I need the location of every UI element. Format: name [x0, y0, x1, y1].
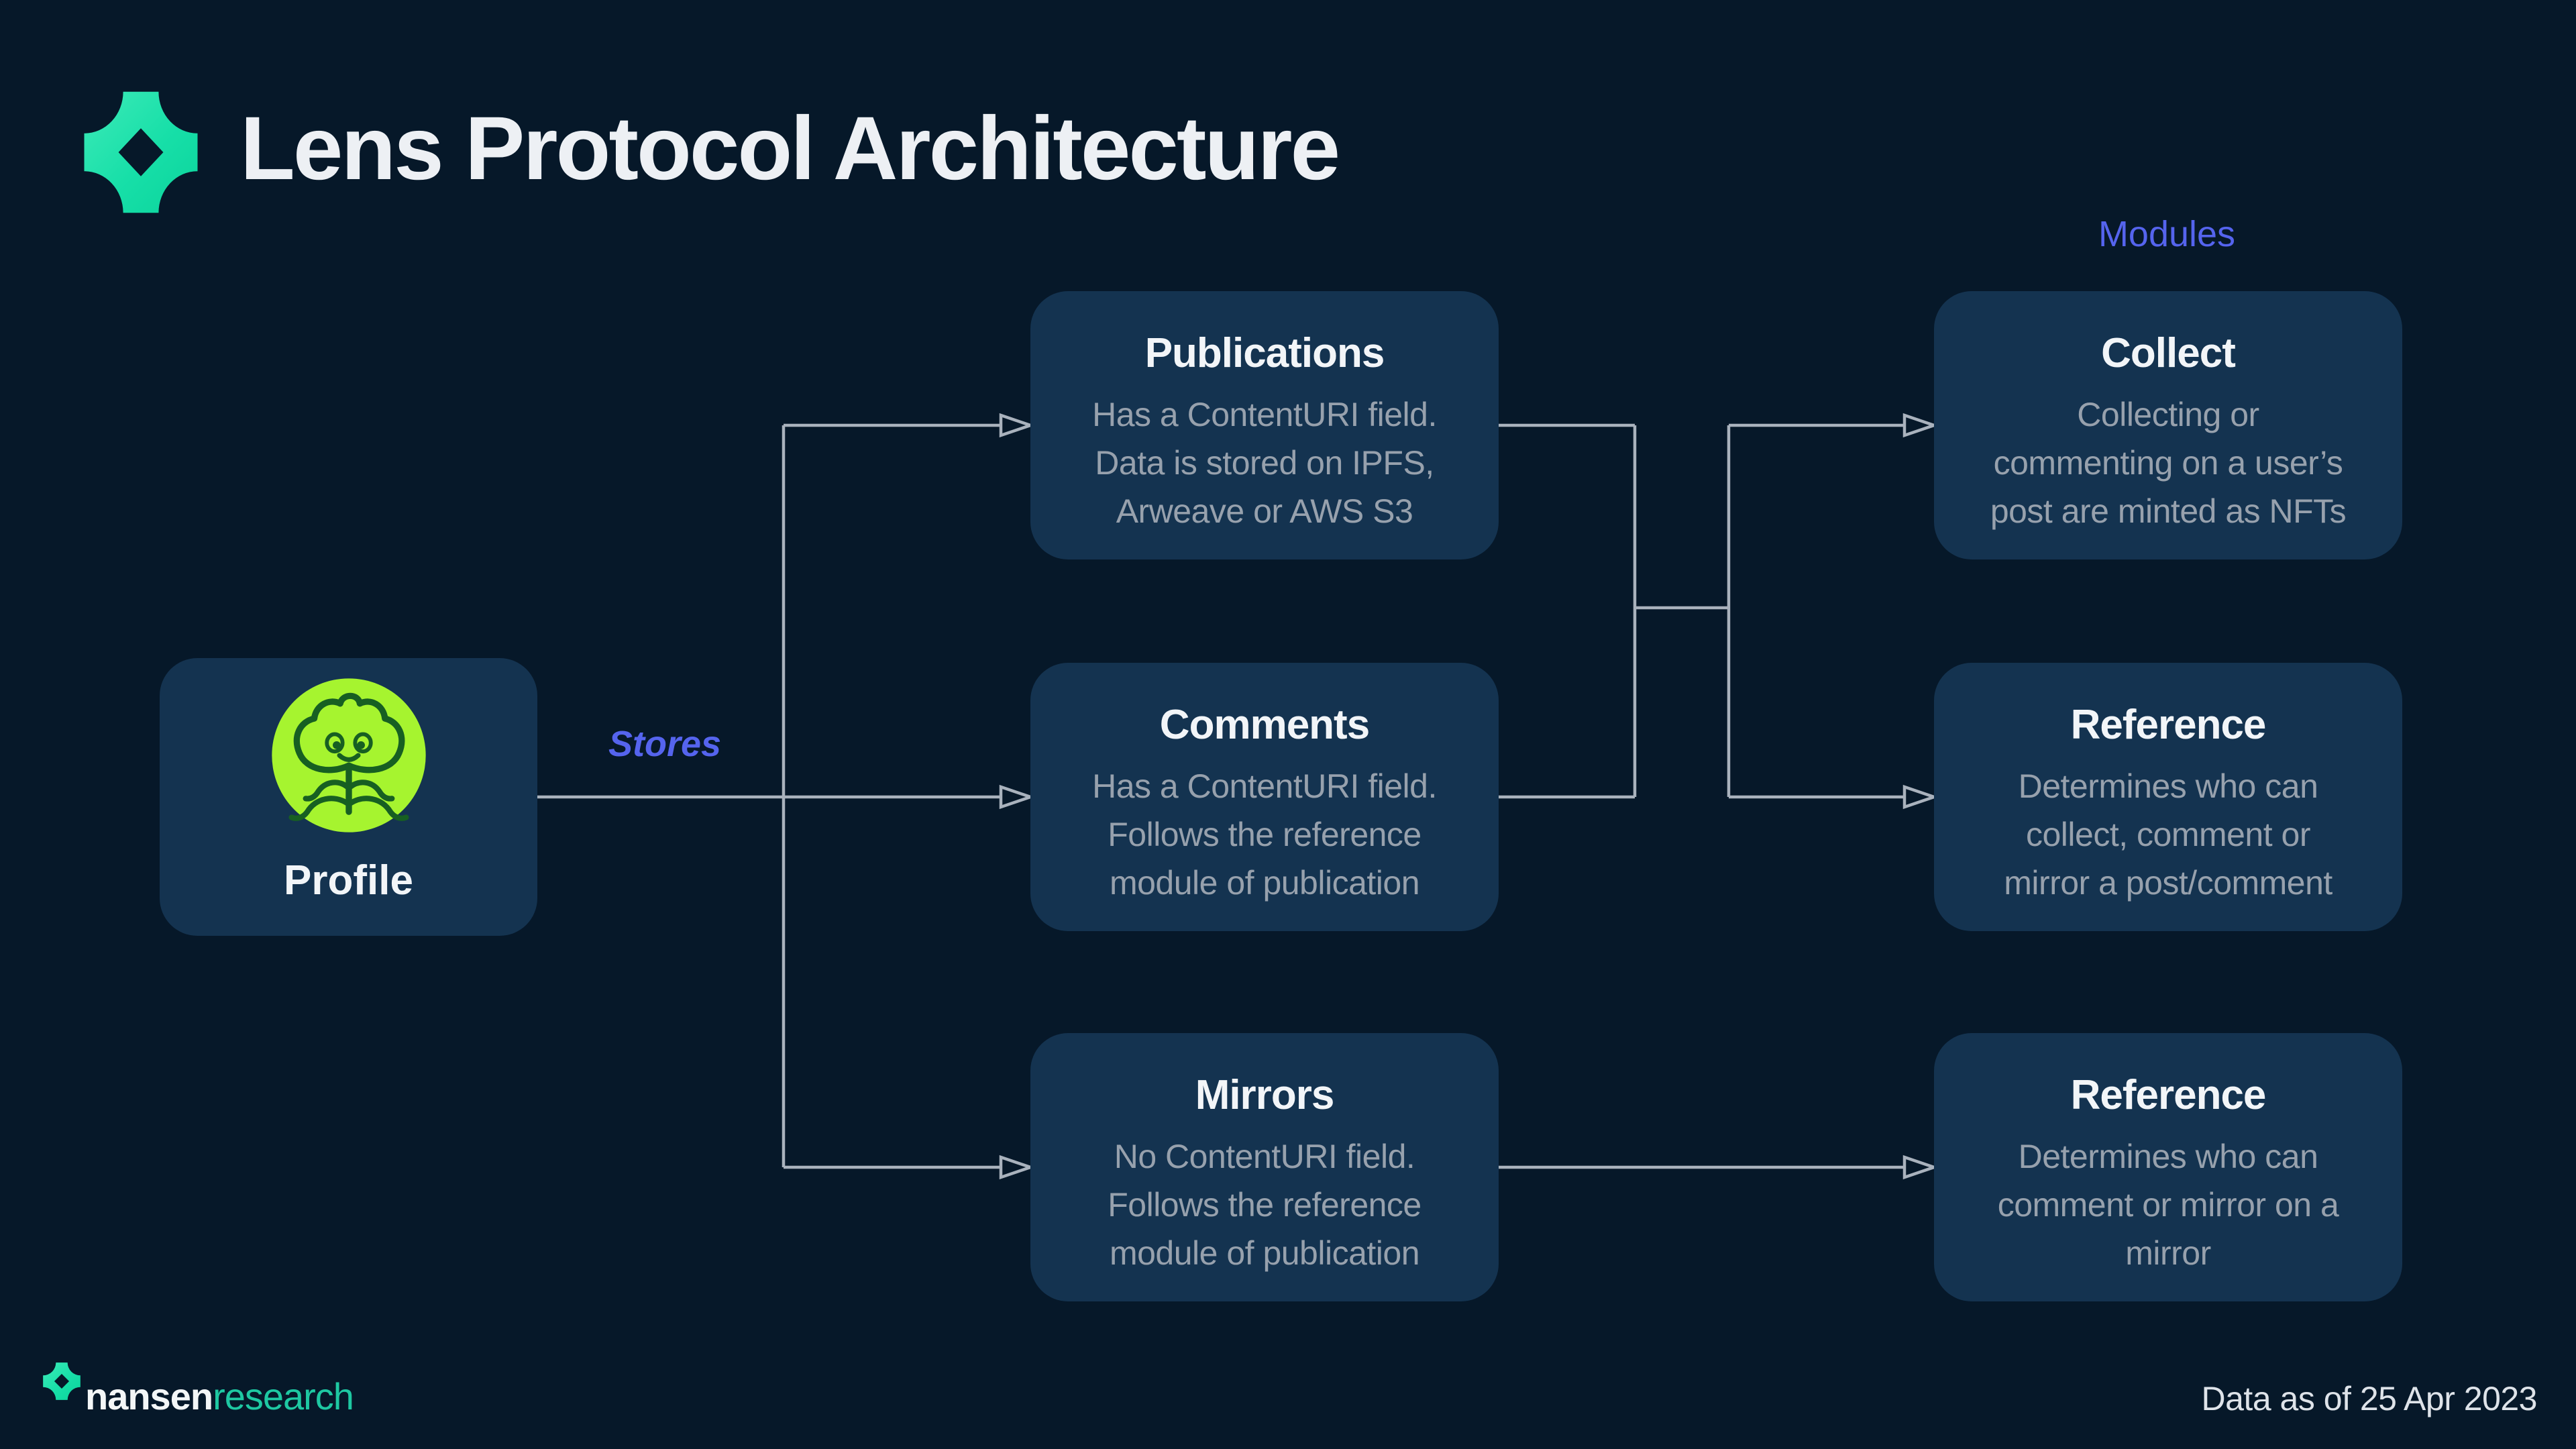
node-title: Profile — [284, 857, 413, 904]
node-publications: Publications Has a ContentURI field. Dat… — [1030, 291, 1499, 559]
arrowhead-mirrors — [999, 1155, 1035, 1180]
brand-name: nansen — [85, 1375, 213, 1417]
arrowhead-publications — [999, 413, 1035, 438]
arrowhead-collect — [1902, 413, 1939, 438]
footer-brand: nansenresearch — [42, 1360, 354, 1415]
brand-suffix: research — [213, 1375, 354, 1417]
node-body: Determines who can collect, comment or m… — [2004, 767, 2332, 902]
arrowhead-reference-bottom — [1902, 1155, 1939, 1180]
node-title: Mirrors — [1195, 1072, 1335, 1118]
node-body: No ContentURI field. Follows the referen… — [1108, 1138, 1421, 1272]
node-body: Has a ContentURI field. Follows the refe… — [1092, 767, 1437, 902]
page-title: Lens Protocol Architecture — [240, 99, 1340, 199]
arrowhead-reference-mid — [1902, 784, 1939, 810]
brand-wordmark: nansenresearch — [85, 1378, 354, 1415]
nansen-sparkle-icon — [43, 1362, 80, 1400]
node-title: Comments — [1159, 702, 1370, 748]
data-as-of-note: Data as of 25 Apr 2023 — [2201, 1380, 2538, 1417]
node-collect: Collect Collecting or commenting on a us… — [1934, 291, 2402, 559]
node-title: Reference — [2070, 1072, 2267, 1118]
arrowhead-comments — [999, 784, 1035, 810]
node-title: Publications — [1144, 330, 1385, 376]
column-label-modules: Modules — [2098, 214, 2236, 254]
node-profile: Profile — [160, 658, 537, 936]
node-reference-mid: Reference Determines who can collect, co… — [1934, 663, 2402, 931]
node-body: Determines who can comment or mirror on … — [1997, 1138, 2339, 1272]
lens-plant-face-icon — [271, 678, 426, 833]
node-title: Reference — [2070, 702, 2267, 748]
node-body: Collecting or commenting on a user’s pos… — [1990, 396, 2347, 530]
edge-label-stores: Stores — [608, 724, 722, 764]
node-comments: Comments Has a ContentURI field. Follows… — [1030, 663, 1499, 931]
node-title: Collect — [2101, 330, 2236, 376]
node-body: Has a ContentURI field. Data is stored o… — [1092, 396, 1437, 530]
node-reference-bottom: Reference Determines who can comment or … — [1934, 1033, 2402, 1301]
node-mirrors: Mirrors No ContentURI field. Follows the… — [1030, 1033, 1499, 1301]
nansen-sparkle-icon — [84, 91, 198, 213]
